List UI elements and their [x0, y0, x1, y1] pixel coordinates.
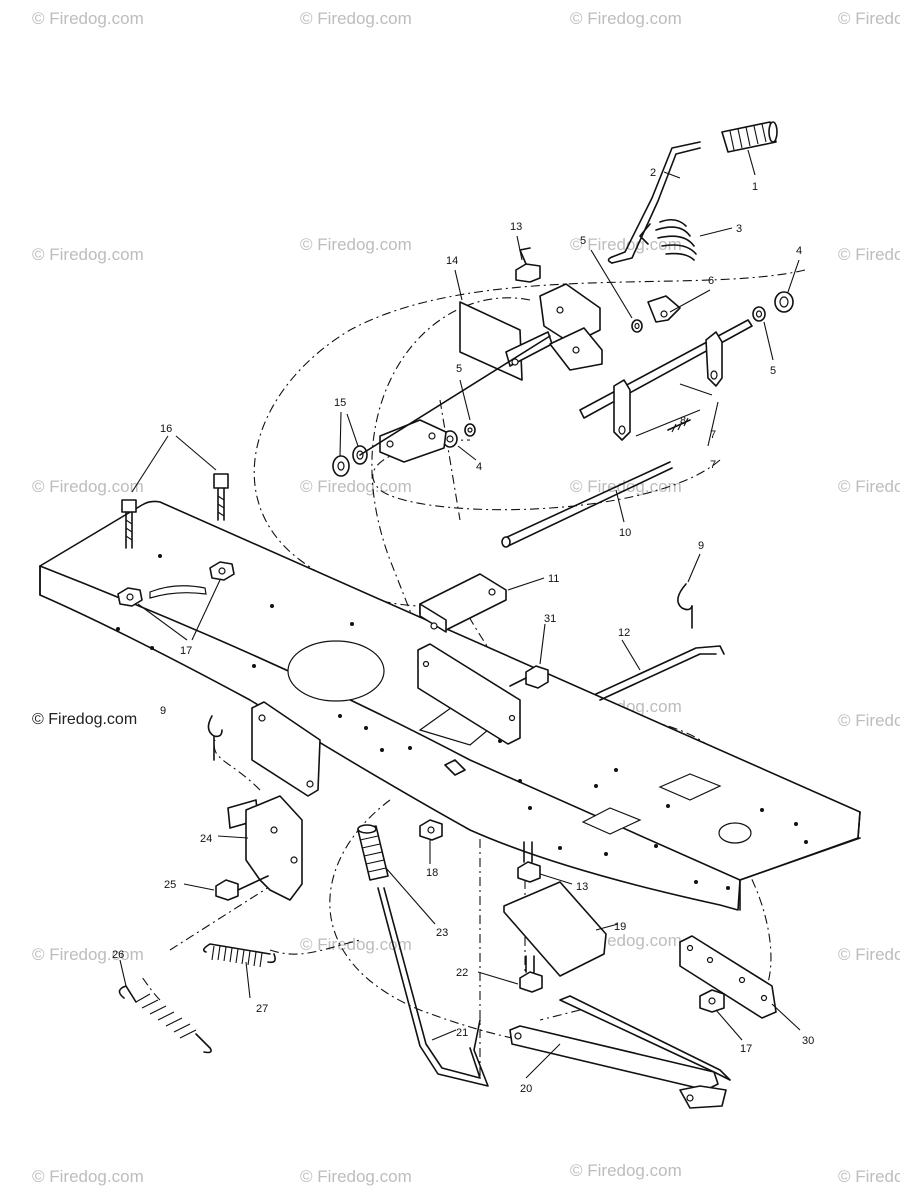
- part-4-washers-lower: [442, 423, 476, 448]
- part-21-rod: [377, 887, 489, 1087]
- part-5-washer-right: [752, 306, 766, 322]
- watermark: © Firedog.com: [570, 9, 682, 28]
- part-6-bracket: [647, 295, 681, 323]
- watermark: © Firedog.com: [838, 9, 900, 28]
- watermark: © Firedog.com: [300, 235, 412, 254]
- part-10-rod: [501, 461, 673, 548]
- callout-4: 4: [796, 245, 802, 257]
- watermark: © Firedog.com: [838, 1167, 900, 1186]
- part-27-spring: [202, 943, 276, 968]
- part-23-grip: [357, 824, 389, 881]
- callout-11: 11: [548, 573, 559, 585]
- part-11-bracket: [419, 573, 507, 633]
- callout-30: 30: [802, 1035, 814, 1047]
- part-22-bolt: [519, 955, 543, 993]
- callout-15: 15: [334, 397, 346, 409]
- watermark: © Firedog.com: [838, 711, 900, 730]
- part-30-plate: [679, 935, 777, 1019]
- watermark: © Firedog.com: [570, 1161, 682, 1180]
- watermark: © Firedog.com: [32, 9, 144, 28]
- callout-16: 16: [160, 423, 172, 435]
- callout-1: 1: [752, 181, 758, 193]
- part-9-clip-left: [207, 715, 223, 761]
- part-25-bolt: [215, 875, 269, 901]
- part-13-bolt-top: [515, 247, 541, 283]
- callout-12: 12: [618, 627, 630, 639]
- part-14-plate: [459, 301, 553, 381]
- part-12-rod: [595, 645, 725, 701]
- callout-13: 13: [510, 221, 522, 233]
- callout-9: 9: [698, 540, 704, 552]
- frame-hole: [287, 640, 385, 702]
- watermark: © Firedog.com: [300, 477, 412, 496]
- callout-13: 13: [576, 881, 588, 893]
- callout-19: 19: [614, 921, 626, 933]
- part-19-plate: [503, 881, 607, 977]
- part-18-nut: [419, 819, 443, 841]
- part-plate-left: [251, 701, 321, 797]
- watermark: © Firedog.com: [570, 477, 682, 496]
- part-1-grip: [721, 121, 778, 153]
- watermark: © Firedog.com: [32, 1167, 144, 1186]
- callout-7: 7: [710, 429, 716, 441]
- part-31-bolt: [509, 665, 549, 689]
- callout-4: 4: [476, 461, 482, 473]
- watermark: © Firedog.com: [32, 945, 144, 964]
- part-16-bolts: [121, 473, 229, 549]
- part-20-bar: [509, 995, 731, 1109]
- watermark-prominent: © Firedog.com: [32, 711, 137, 728]
- callout-26: 26: [112, 949, 124, 961]
- callouts: 1 2 3 4 4 5 5 5 6 7 7 8 9 9 10 11 12 13 …: [112, 167, 814, 1095]
- watermark: © Firedog.com: [838, 945, 900, 964]
- callout-8: 8: [680, 415, 686, 427]
- watermark: © Firedog.com: [300, 935, 412, 954]
- callout-17: 17: [180, 645, 192, 657]
- callout-20: 20: [520, 1083, 532, 1095]
- watermark: © Firedog.com: [32, 477, 144, 496]
- part-9-clip-right: [677, 583, 693, 629]
- part-5-washer-top: [631, 319, 643, 333]
- callout-17: 17: [740, 1043, 752, 1055]
- watermark: © Firedog.com: [32, 245, 144, 264]
- part-brace-center: [417, 643, 521, 745]
- callout-21: 21: [456, 1027, 468, 1039]
- callout-5: 5: [580, 235, 586, 247]
- part-7-shaft-assembly: [579, 319, 753, 441]
- watermark: © Firedog.com: [300, 1167, 412, 1186]
- callout-6: 6: [708, 275, 714, 287]
- callout-23: 23: [436, 927, 448, 939]
- leader-lines: [119, 149, 801, 1079]
- part-17-nuts-upper: [117, 561, 235, 607]
- callout-25: 25: [164, 879, 176, 891]
- watermark: © Firedog.com: [570, 235, 682, 254]
- part-26-spring: [118, 985, 212, 1054]
- part-lever-plate: [359, 335, 551, 463]
- part-8-pin: [667, 417, 691, 433]
- callout-2: 2: [650, 167, 656, 179]
- callout-5: 5: [770, 365, 776, 377]
- part-24-bracket: [227, 795, 303, 901]
- callout-9: 9: [160, 705, 166, 717]
- callout-27: 27: [256, 1003, 268, 1015]
- part-17-nut-lower: [699, 989, 725, 1013]
- part-bracket-center: [539, 283, 603, 371]
- watermark: © Firedog.com: [838, 245, 900, 264]
- callout-22: 22: [456, 967, 468, 979]
- callout-7: 7: [710, 459, 716, 471]
- callout-10: 10: [619, 527, 631, 539]
- callout-31: 31: [544, 613, 556, 625]
- part-4-washer-right: [774, 291, 794, 313]
- part-2-rod: [607, 141, 701, 264]
- part-3-spring: [639, 218, 697, 261]
- callout-3: 3: [736, 223, 742, 235]
- callout-24: 24: [200, 833, 212, 845]
- part-15-washers: [332, 445, 368, 477]
- watermark: © Firedog.com: [300, 9, 412, 28]
- part-13-bolt-lower: [517, 841, 541, 883]
- callout-5: 5: [456, 363, 462, 375]
- watermark: © Firedog.com: [838, 477, 900, 496]
- callout-18: 18: [426, 867, 438, 879]
- callout-14: 14: [446, 255, 458, 267]
